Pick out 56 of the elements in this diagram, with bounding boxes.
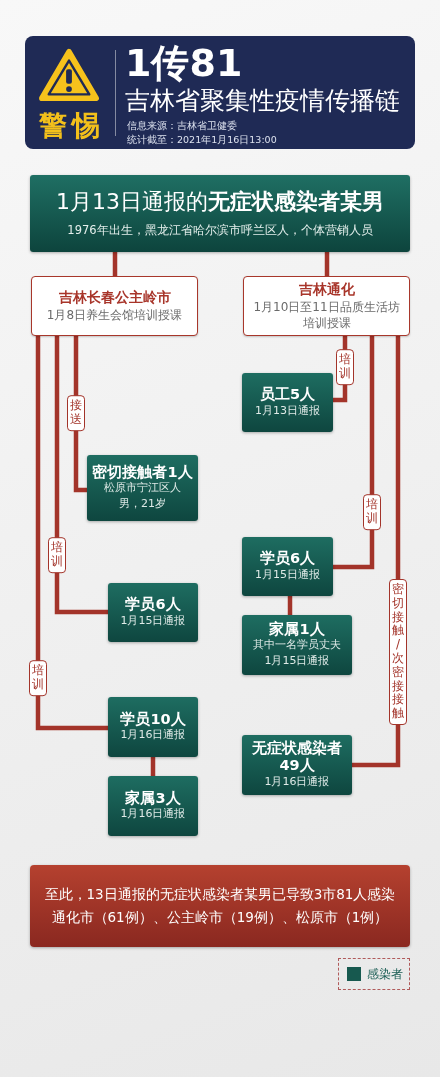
detail-text: 1月15日通报 bbox=[120, 612, 186, 629]
case-box bbox=[242, 615, 352, 675]
detail-text: 1月16日通报 bbox=[264, 773, 330, 790]
date-note: 统计截至：2021年1月16日13:00 bbox=[127, 134, 277, 146]
heading-text: 密切接触者1人 bbox=[92, 463, 193, 481]
heading-text: 学员10人 bbox=[120, 710, 186, 728]
connector-line bbox=[324, 252, 330, 276]
edge-label: 培训 bbox=[29, 660, 47, 696]
warning-text: 警惕 bbox=[39, 112, 105, 140]
edge-label: 培训 bbox=[48, 537, 66, 573]
case-box bbox=[30, 175, 410, 252]
detail-text: 1月15日通报 bbox=[264, 653, 330, 670]
detail-text: 男，21岁 bbox=[119, 496, 166, 513]
detail-text: 1月13日通报 bbox=[255, 402, 320, 419]
case-box bbox=[87, 455, 198, 521]
connector-line bbox=[112, 252, 118, 276]
heading-text: 至此，13日通报的无症状感染者某男已导致3市81人感染 bbox=[44, 885, 396, 905]
heading-text: 学员6人 bbox=[259, 550, 316, 567]
connector-line bbox=[287, 596, 293, 615]
headline-number: 1传81 bbox=[125, 44, 243, 84]
heading-text: 员工5人 bbox=[259, 386, 316, 403]
connector-line bbox=[54, 336, 108, 615]
heading-text: 无症状感染者49人 bbox=[251, 740, 343, 774]
detail-text: 1976年出生，黑龙江省哈尔滨市呼兰区人，个体营销人员 bbox=[67, 223, 373, 238]
location-box bbox=[31, 276, 198, 336]
edge-label: 培训 bbox=[363, 494, 381, 530]
case-box bbox=[108, 776, 198, 836]
detail-text: 1月15日通报 bbox=[255, 566, 320, 583]
summary-panel bbox=[30, 865, 410, 947]
detail-text: 1月16日通报 bbox=[120, 806, 186, 823]
heading-text: 学员6人 bbox=[125, 596, 181, 613]
heading-text: 家属3人 bbox=[125, 789, 181, 807]
case-box bbox=[108, 697, 198, 757]
detail-text: 其中一名学员丈夫 bbox=[253, 637, 341, 654]
heading-text: 家属1人 bbox=[269, 620, 325, 638]
source-note: 信息来源：吉林省卫健委 bbox=[127, 120, 237, 132]
title-text: 吉林省聚集性疫情传播链 bbox=[125, 86, 400, 116]
detail-text: 松原市宁江区人 bbox=[104, 480, 181, 497]
detail-text: 1月16日通报 bbox=[120, 727, 186, 744]
detail-text: 1月8日养生会馆培训授课 bbox=[46, 306, 183, 323]
case-box bbox=[242, 373, 333, 432]
connector-line bbox=[150, 757, 156, 776]
connector-line bbox=[35, 336, 108, 731]
heading-text: 1月13日通报的无症状感染者某男 bbox=[56, 189, 384, 216]
case-box bbox=[108, 583, 198, 642]
edge-label: 培训 bbox=[336, 349, 354, 385]
case-box bbox=[242, 537, 333, 596]
heading-text: 吉林长春公主岭市 bbox=[58, 289, 171, 307]
heading-text: 吉林通化 bbox=[298, 281, 355, 299]
legend-label: 感染者 bbox=[367, 966, 403, 982]
case-box bbox=[242, 735, 352, 795]
detail-text: 1月10日至11日品质生活坊培训授课 bbox=[252, 298, 401, 331]
location-box bbox=[243, 276, 410, 336]
edge-label: 接送 bbox=[67, 395, 85, 431]
edge-label: 密切接触/次密接接触 bbox=[389, 579, 407, 725]
detail-text: 通化市（61例）、公主岭市（19例）、松原市（1例） bbox=[51, 908, 389, 927]
